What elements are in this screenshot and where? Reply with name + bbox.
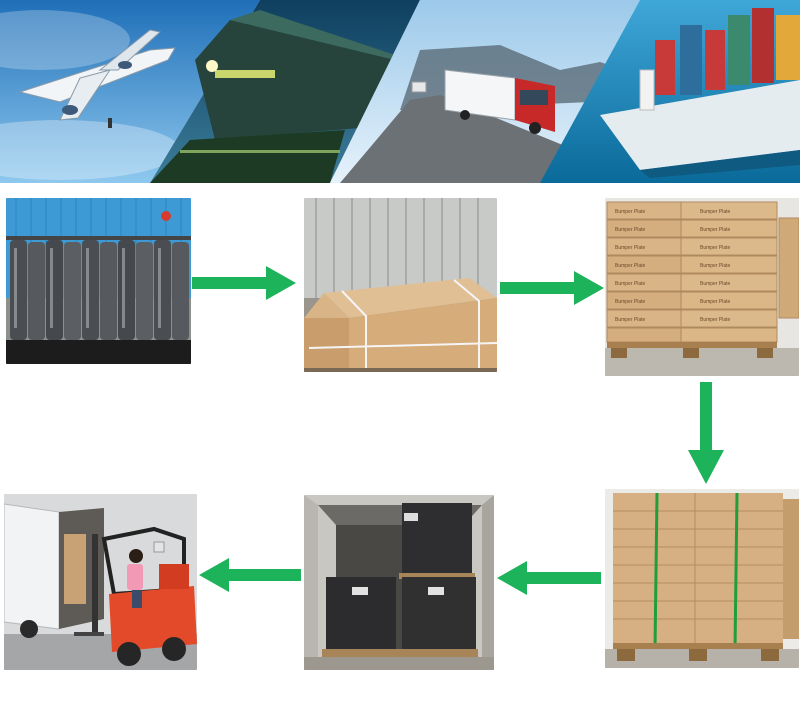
step-2-carton-box-photo bbox=[304, 198, 497, 372]
carton-print-1: Bumper Plate bbox=[615, 209, 646, 215]
carton-print-8: Bumper Plate bbox=[700, 263, 731, 269]
carton-print-4: Bumper Plate bbox=[700, 227, 731, 233]
wooden-pallet bbox=[613, 643, 783, 661]
step-4-strapped-pallet-photo bbox=[605, 489, 799, 668]
train-icon bbox=[150, 10, 395, 183]
back-pallet bbox=[399, 503, 475, 579]
forklift bbox=[74, 526, 197, 666]
carton-stack bbox=[606, 201, 799, 343]
ship-icon bbox=[600, 8, 800, 178]
carton-print-9: Bumper Plate bbox=[615, 281, 646, 287]
green-straps bbox=[653, 492, 739, 650]
wooden-pallet bbox=[607, 342, 777, 358]
carton-stack-strapped bbox=[613, 493, 799, 643]
carton-print-10: Bumper Plate bbox=[700, 281, 731, 287]
carton-print-3: Bumper Plate bbox=[615, 227, 646, 233]
transport-banner-art bbox=[0, 0, 800, 183]
front-pallet-left bbox=[322, 577, 400, 657]
carton-print-2: Bumper Plate bbox=[700, 209, 731, 215]
truck-icon bbox=[411, 69, 555, 134]
arrow-step3-to-step4 bbox=[688, 382, 724, 484]
step-5-container-loading-photo bbox=[304, 495, 494, 670]
arrow-step1-to-step2 bbox=[192, 266, 296, 300]
carton-print-14: Bumper Plate bbox=[700, 317, 731, 323]
transport-banner bbox=[0, 0, 800, 183]
front-pallet-right bbox=[400, 577, 478, 657]
carton-print-13: Bumper Plate bbox=[615, 317, 646, 323]
carton-print-12: Bumper Plate bbox=[700, 299, 731, 305]
carton-box bbox=[304, 278, 497, 372]
arrow-step2-to-step3 bbox=[500, 271, 604, 305]
carton-print-7: Bumper Plate bbox=[615, 263, 646, 269]
forklift-operator bbox=[127, 549, 143, 608]
step-1-wrapped-products-photo bbox=[6, 198, 191, 364]
carton-print-6: Bumper Plate bbox=[700, 245, 731, 251]
airplane-icon bbox=[18, 29, 176, 128]
airplane-panel bbox=[0, 0, 260, 183]
step-3-stacked-cartons-photo: Bumper Plate Bumper Plate Bumper Plate B… bbox=[605, 198, 799, 376]
carton-print-5: Bumper Plate bbox=[615, 245, 646, 251]
box-truck bbox=[4, 503, 104, 638]
carton-print-11: Bumper Plate bbox=[615, 299, 646, 305]
arrow-step5-to-step6 bbox=[199, 558, 301, 592]
step-6-forklift-truck-photo bbox=[4, 494, 197, 670]
arrow-step4-to-step5 bbox=[497, 561, 601, 595]
